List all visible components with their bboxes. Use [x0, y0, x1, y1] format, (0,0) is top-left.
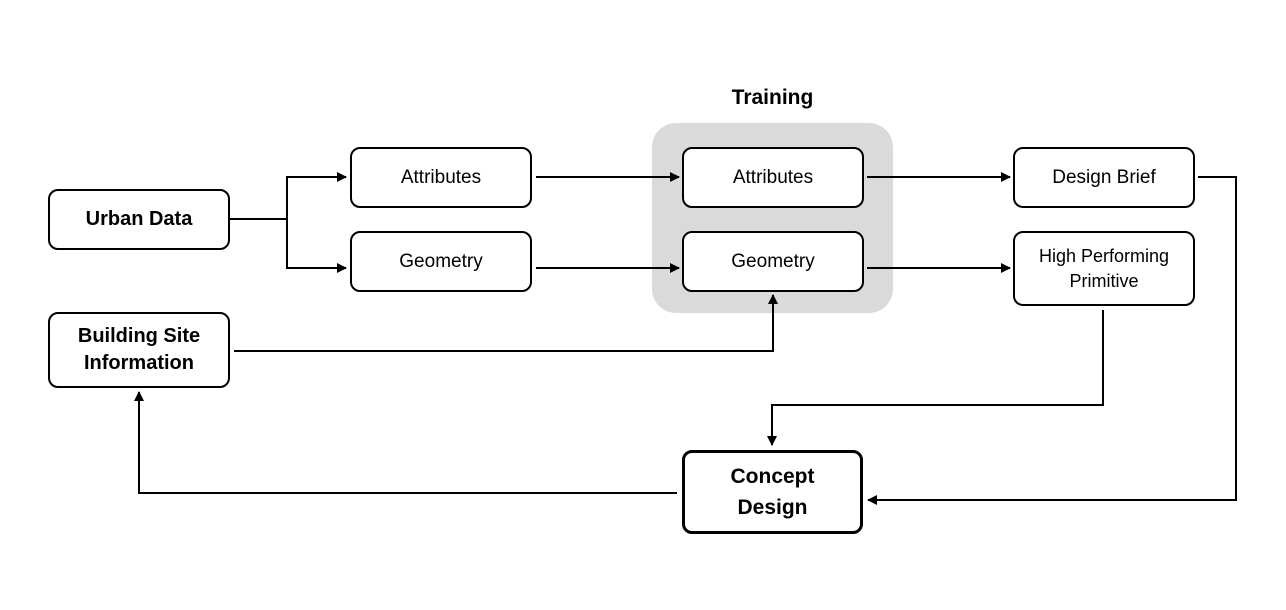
building-site-node: Building Site Information: [48, 312, 230, 388]
edge-design-brief-to-concept: [867, 176, 1237, 505]
edge-urban-to-geometry: [286, 219, 347, 273]
edge-concept-to-site: [134, 391, 677, 494]
concept-design-node: Concept Design: [682, 450, 863, 534]
urban-data-node: Urban Data: [48, 189, 230, 250]
edge-high-performing-to-concept: [767, 310, 1104, 446]
attributes-input-node: Attributes: [350, 147, 532, 208]
geometry-training-node: Geometry: [682, 231, 864, 292]
design-brief-node: Design Brief: [1013, 147, 1195, 208]
attributes-training-node: Attributes: [682, 147, 864, 208]
edge-urban-to-attributes: [230, 172, 347, 220]
geometry-input-node: Geometry: [350, 231, 532, 292]
high-performing-primitive-node: High Performing Primitive: [1013, 231, 1195, 306]
edge-site-to-training: [234, 294, 778, 352]
training-title: Training: [731, 86, 814, 109]
